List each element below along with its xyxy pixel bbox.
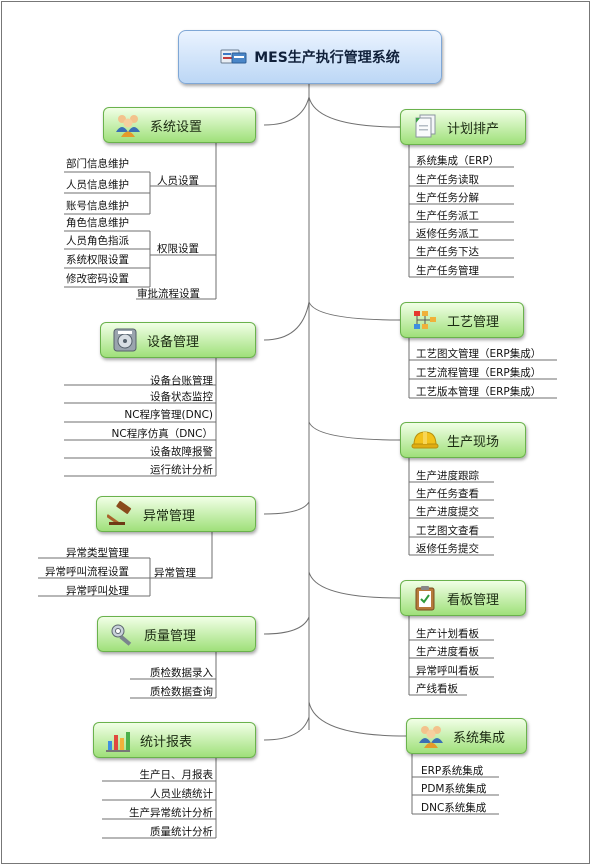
branch-label: 异常管理: [143, 508, 196, 524]
leaf-item[interactable]: 审批流程设置: [137, 288, 200, 300]
leaf-item[interactable]: 系统集成（ERP）: [416, 155, 500, 167]
group-person-settings[interactable]: 人员设置: [157, 175, 199, 187]
leaf-item[interactable]: 返修任务派工: [416, 228, 479, 240]
leaf-item[interactable]: 异常类型管理: [66, 547, 129, 559]
branch-label: 设备管理: [147, 334, 200, 350]
branch-label: 质量管理: [144, 628, 197, 644]
branch-label: 系统设置: [150, 119, 203, 135]
leaf-item[interactable]: 异常呼叫流程设置: [45, 566, 129, 578]
leaf-item[interactable]: 工艺版本管理（ERP集成）: [416, 386, 542, 398]
leaf-item[interactable]: 异常呼叫处理: [66, 585, 129, 597]
branch-equipment[interactable]: 设备管理: [100, 322, 256, 358]
branch-label: 系统集成: [453, 730, 506, 746]
leaf-item[interactable]: 生产进度跟踪: [416, 470, 479, 482]
leaf-item[interactable]: 生产任务查看: [416, 488, 479, 500]
branch-label: 生产现场: [447, 434, 500, 450]
leaf-item[interactable]: 生产任务分解: [416, 192, 479, 204]
leaf-item[interactable]: 生产任务下达: [416, 246, 479, 258]
leaf-item[interactable]: 设备状态监控: [150, 391, 213, 403]
leaf-item[interactable]: 工艺图文管理（ERP集成）: [416, 348, 542, 360]
branch-exception[interactable]: 异常管理: [96, 496, 256, 532]
group-permission-settings[interactable]: 权限设置: [157, 243, 199, 255]
leaf-item[interactable]: 部门信息维护: [66, 158, 129, 170]
gavel-icon: [107, 501, 132, 525]
leaf-item[interactable]: 质检数据录入: [150, 667, 213, 679]
flowchart-icon: [414, 311, 436, 329]
documents-icon: [415, 114, 436, 138]
leaf-item[interactable]: 生产任务管理: [416, 265, 479, 277]
branch-planning[interactable]: 计划排产: [400, 109, 526, 145]
leaf-item[interactable]: 生产任务派工: [416, 210, 479, 222]
leaf-item[interactable]: 工艺图文查看: [416, 525, 479, 537]
leaf-item[interactable]: NC程序管理(DNC): [124, 409, 213, 421]
leaf-item[interactable]: 生产异常统计分析: [129, 807, 213, 819]
branch-system-settings[interactable]: 系统设置: [103, 107, 256, 143]
leaf-item[interactable]: 返修任务提交: [416, 543, 479, 555]
leaf-item[interactable]: 系统权限设置: [66, 254, 129, 266]
branch-label: 看板管理: [447, 592, 500, 608]
people-group-icon: [419, 726, 443, 748]
leaf-item[interactable]: DNC系统集成: [421, 802, 487, 814]
branch-label: 统计报表: [140, 734, 193, 750]
branch-site[interactable]: 生产现场: [400, 422, 526, 458]
leaf-item[interactable]: 运行统计分析: [150, 464, 213, 476]
leaf-item[interactable]: 质检数据查询: [150, 686, 213, 698]
root-node[interactable]: MES生产执行管理系统: [178, 30, 442, 84]
root-title: MES生产执行管理系统: [254, 50, 400, 66]
leaf-item[interactable]: 异常呼叫看板: [416, 665, 479, 677]
leaf-item[interactable]: 角色信息维护: [66, 217, 129, 229]
helmet-icon: [411, 431, 439, 449]
leaf-item[interactable]: 生产计划看板: [416, 628, 479, 640]
bar-chart-icon: [106, 732, 130, 752]
leaf-item[interactable]: ERP系统集成: [421, 765, 484, 777]
leaf-item[interactable]: 产线看板: [416, 683, 458, 695]
branch-process[interactable]: 工艺管理: [400, 302, 524, 338]
branch-quality[interactable]: 质量管理: [97, 616, 256, 652]
leaf-item[interactable]: 质量统计分析: [150, 826, 213, 838]
leaf-item[interactable]: 人员业绩统计: [150, 788, 213, 800]
leaf-item[interactable]: 设备台账管理: [150, 375, 213, 387]
leaf-item[interactable]: 生产日、月报表: [139, 769, 214, 781]
leaf-item[interactable]: 账号信息维护: [66, 200, 129, 212]
system-card-icon: [220, 49, 247, 64]
leaf-item[interactable]: PDM系统集成: [421, 783, 487, 795]
leaf-item[interactable]: 生产任务读取: [416, 174, 479, 186]
clipboard-check-icon: [415, 586, 435, 611]
branch-label: 计划排产: [447, 121, 500, 137]
people-group-icon: [116, 115, 140, 137]
leaf-item[interactable]: 工艺流程管理（ERP集成）: [416, 367, 542, 379]
branch-kanban[interactable]: 看板管理: [400, 580, 526, 616]
disk-device-icon: [113, 328, 137, 352]
leaf-item[interactable]: 生产进度提交: [416, 506, 479, 518]
branch-integration[interactable]: 系统集成: [406, 718, 527, 754]
leaf-item[interactable]: 人员信息维护: [66, 179, 129, 191]
group-exception[interactable]: 异常管理: [154, 567, 196, 579]
caliper-icon: [111, 624, 132, 646]
leaf-item[interactable]: NC程序仿真（DNC）: [111, 428, 213, 440]
leaf-item[interactable]: 设备故障报警: [150, 446, 213, 458]
leaf-item[interactable]: 修改密码设置: [66, 273, 129, 285]
leaf-item[interactable]: 生产进度看板: [416, 646, 479, 658]
branch-report[interactable]: 统计报表: [93, 722, 256, 758]
branch-label: 工艺管理: [447, 314, 500, 330]
leaf-item[interactable]: 人员角色指派: [66, 235, 129, 247]
